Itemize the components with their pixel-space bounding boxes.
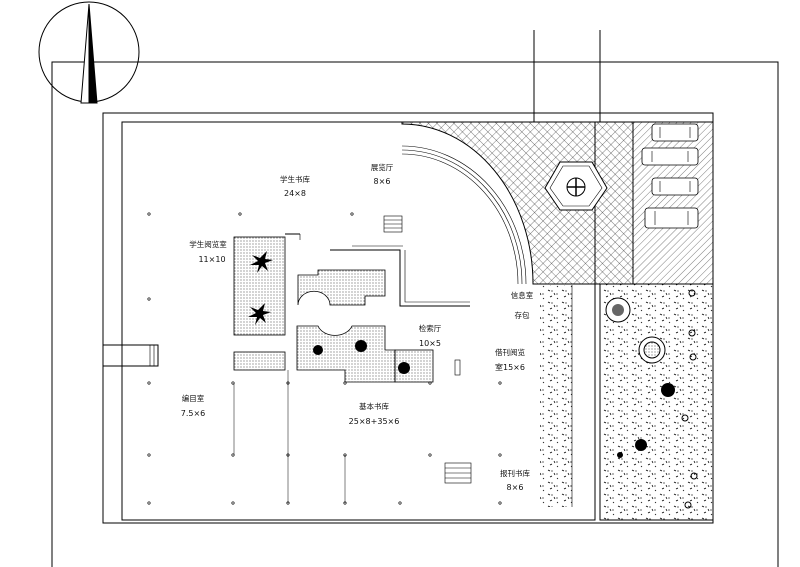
north-arrow-icon (38, 1, 140, 104)
parking-area (632, 121, 714, 285)
room-basic-stacks-name: 基本书库 (359, 401, 389, 411)
interior-blocks (233, 215, 472, 484)
room-cataloging-name: 编目室 (182, 393, 205, 403)
room-labels: 学生书库 24×8 展览厅 8×6 学生阅览室 11×10 信息室 存包 检索厅… (181, 162, 534, 492)
room-periodical-reading-name: 借刊阅览 (495, 347, 525, 357)
room-cataloging-size: 7.5×6 (181, 409, 206, 418)
room-student-stacks-size: 24×8 (284, 189, 306, 198)
room-catalog-hall-name: 检索厅 (419, 323, 442, 333)
room-exhibition-size: 8×6 (374, 177, 391, 186)
room-periodical-stacks-size: 8×6 (507, 483, 524, 492)
room-periodical-stacks-name: 报刊书库 (500, 468, 530, 478)
site-boundary (51, 61, 779, 567)
shelving-strip (540, 285, 573, 507)
room-basic-stacks-size: 25×8+35×6 (349, 417, 400, 426)
room-student-reading-name: 学生阅览室 (189, 239, 227, 249)
room-exhibition-name: 展览厅 (371, 162, 394, 172)
tree-icon (605, 289, 698, 509)
room-storage-name: 存包 (515, 310, 530, 320)
room-info-name: 信息室 (511, 290, 534, 300)
room-student-reading-size: 11×10 (198, 255, 225, 264)
shrub-icon (248, 251, 410, 374)
garden-area (599, 283, 714, 521)
plaza-hatched (401, 121, 634, 285)
building-frame (102, 30, 714, 524)
room-periodical-reading-size: 室15×6 (495, 362, 525, 372)
room-catalog-hall-size: 10×5 (419, 339, 441, 348)
column-grid (147, 212, 502, 505)
room-student-stacks-name: 学生书库 (280, 174, 310, 184)
